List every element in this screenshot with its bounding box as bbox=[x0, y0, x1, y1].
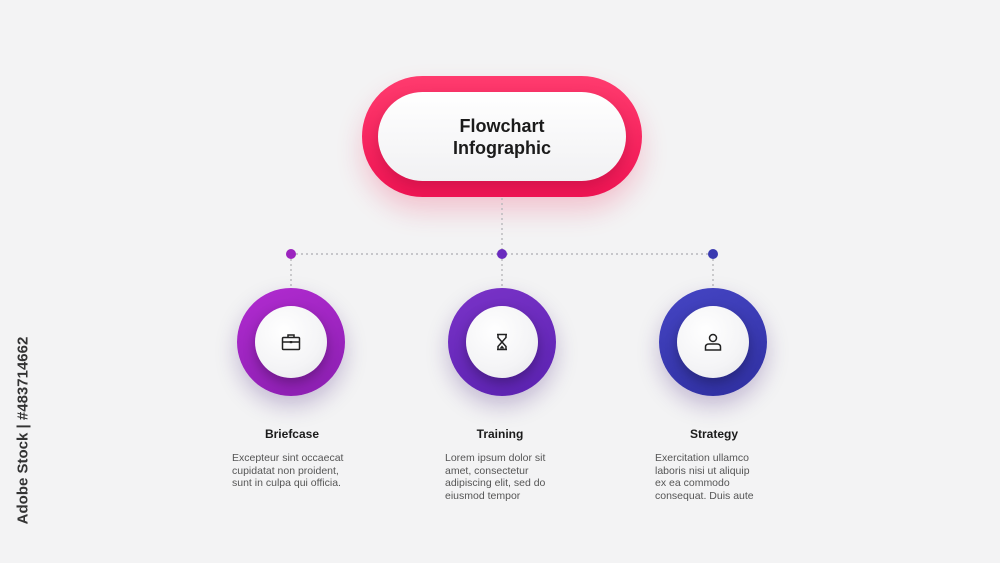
node-training bbox=[448, 288, 556, 396]
node-briefcase-inner bbox=[255, 306, 327, 378]
briefcase-icon bbox=[281, 334, 301, 351]
title-inner: Flowchart Infographic bbox=[378, 92, 626, 181]
node-strategy-inner bbox=[677, 306, 749, 378]
step-1-title: Briefcase bbox=[264, 427, 320, 441]
step-2-description: Lorem ipsum dolor sit amet, consectetur … bbox=[445, 452, 546, 502]
connector-dot-right bbox=[708, 249, 718, 259]
hourglass-icon bbox=[497, 333, 507, 351]
diagram-title: Flowchart Infographic bbox=[453, 115, 551, 158]
title-pill: Flowchart Infographic bbox=[362, 76, 642, 197]
step-1-description: Excepteur sint occaecat cupidatat non pr… bbox=[232, 452, 344, 489]
node-strategy bbox=[659, 288, 767, 396]
watermark-text: Adobe Stock | #483714662 bbox=[14, 336, 32, 524]
connector-dot-left bbox=[286, 249, 296, 259]
step-3-title: Strategy bbox=[689, 427, 739, 441]
step-2-title: Training bbox=[476, 427, 524, 441]
connector-dot-middle bbox=[497, 249, 507, 259]
node-briefcase bbox=[237, 288, 345, 396]
node-training-inner bbox=[466, 306, 538, 378]
stock-watermark: Adobe Stock | #483714662 bbox=[12, 330, 34, 530]
person-icon bbox=[704, 333, 722, 351]
step-3-description: Exercitation ullamco laboris nisi ut ali… bbox=[655, 452, 754, 502]
